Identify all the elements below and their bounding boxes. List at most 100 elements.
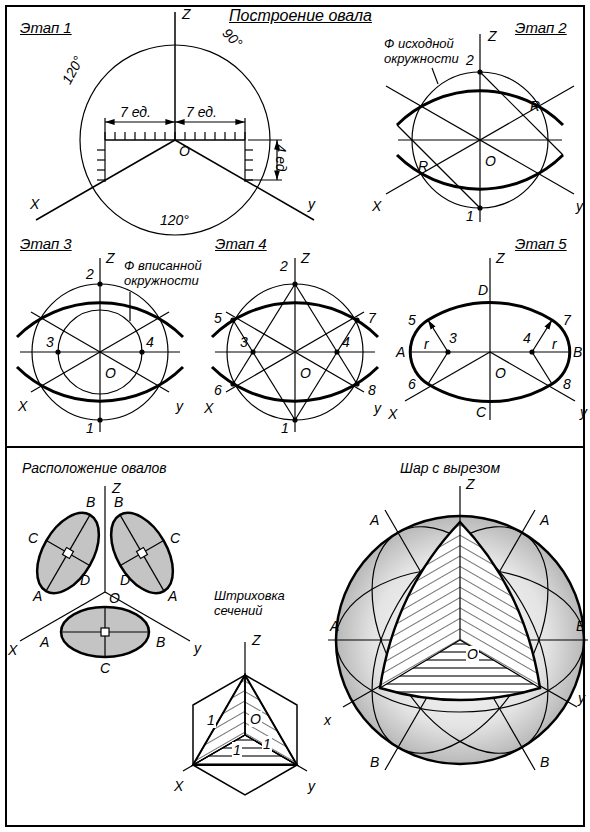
point-label: A [330,618,339,634]
point-label: 4 [342,334,350,350]
tick-mark [97,159,105,160]
point-label: 8 [563,376,571,392]
point-label: 4 ед. [273,145,289,176]
tick-mark [97,179,105,180]
tick-mark [245,159,253,160]
tick-mark [245,149,253,150]
point-label: 3 [449,330,457,346]
stage-heading: Этап 5 [515,236,567,252]
point-label: O [109,590,120,606]
section-heading: Штриховка сечений [214,588,314,618]
stage-heading: Этап 2 [515,20,567,36]
point-label: y [308,778,315,794]
point-label: r [424,336,429,352]
point-label: A [396,344,405,360]
stage-heading: Этап 4 [215,236,267,252]
tick-mark [204,132,205,140]
point-label: Z [252,632,261,648]
point-label: r [552,336,557,352]
tick-mark [164,132,165,140]
tick-mark [124,132,125,140]
point-label: O [300,365,311,381]
point-label: X [30,196,39,212]
point-label: y [580,404,587,420]
point-label: R [530,98,540,114]
point-label: O [466,646,479,662]
point-label: Z [466,476,475,492]
point-label: Z [496,250,505,266]
point-label: B [540,754,549,770]
point-label: Ф вписанной окружности [124,258,234,288]
tick-mark [214,132,215,140]
point-label: 4 [523,330,531,346]
point-label: 7 ед. [186,104,217,120]
point-label: 120° [59,53,87,86]
point-label: O [485,153,496,169]
point-label: 7 [368,310,376,326]
point-label: X [8,642,17,658]
point-label: 8 [368,382,376,398]
point-label: C [170,530,180,546]
tick-mark [97,169,105,170]
point-label: A [540,512,549,528]
stage-heading: Этап 1 [20,20,72,36]
point-label: 1 [206,712,216,728]
point-label: Z [488,28,497,44]
point-label: 5 [408,312,416,328]
point-label: O [249,711,262,727]
tick-mark [244,132,245,140]
point-label: Z [182,6,191,22]
point-label: A [40,634,49,650]
point-label: D [120,572,130,588]
point-label: y [374,400,381,416]
tick-mark [154,132,155,140]
point-label: 1 [262,736,272,752]
point-label: 1 [86,420,94,436]
point-label: B [156,634,165,650]
tick-mark [224,132,225,140]
tick-mark [234,132,235,140]
point-label: X [372,198,381,214]
point-label: 120° [160,212,189,228]
tick-mark [134,132,135,140]
point-label: 90° [219,25,245,51]
point-label: O [105,365,116,381]
tick-mark [104,132,105,140]
section-heading: Шар с вырезом [400,460,500,476]
tick-mark [184,132,185,140]
point-label: 3 [240,334,248,350]
point-label: A [33,588,42,604]
point-label: y [176,398,183,414]
point-label: B [114,494,123,510]
point-label: C [28,530,38,546]
point-label: O [179,143,190,159]
point-label: Z [301,250,310,266]
point-label: 2 [280,258,288,274]
point-label: C [476,404,486,420]
point-label: y [308,196,315,212]
point-label: 2 [86,266,94,282]
tick-mark [245,169,253,170]
point-label: Z [106,250,115,266]
point-label: C [100,660,110,676]
tick-mark [97,149,105,150]
point-label: X [174,778,183,794]
tick-mark [114,132,115,140]
point-label: y [576,198,583,214]
tick-mark [194,132,195,140]
point-label: R [418,158,428,174]
point-label: 2 [466,52,474,68]
point-label: O [495,365,506,381]
point-label: B [86,494,95,510]
point-label: 4 [146,334,154,350]
point-label: B [573,344,582,360]
point-label: 7 ед. [120,104,151,120]
point-label: A [168,588,177,604]
point-label: B [370,754,379,770]
tick-mark [144,132,145,140]
point-label: B [576,618,585,634]
stage-heading: Этап 3 [20,236,72,252]
point-label: x [324,712,331,728]
